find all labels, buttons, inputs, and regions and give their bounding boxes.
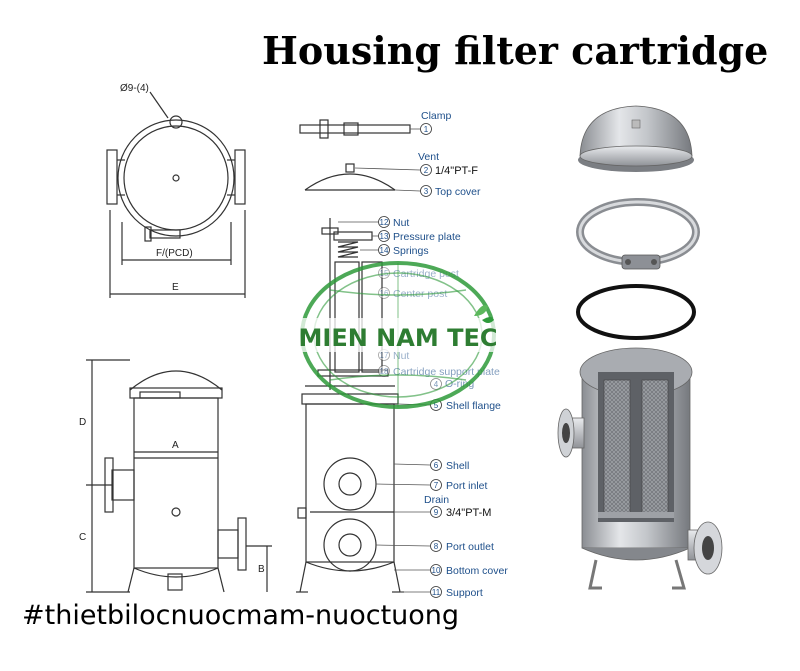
callout-pressure-plate: 13 Pressure plate (378, 230, 461, 243)
callout-top-cover: 3 Top cover (420, 185, 481, 198)
svg-text:13: 13 (380, 232, 389, 241)
svg-text:1/4"PT-F: 1/4"PT-F (435, 165, 478, 177)
render-clamp (576, 198, 700, 270)
dim-d-label: D (79, 417, 86, 428)
callout-port-outlet: 8 Port outlet (430, 540, 494, 553)
callout-support: 11 Support (430, 586, 483, 599)
svg-text:1: 1 (424, 125, 429, 134)
callout-port-inlet: 7 Port inlet (430, 479, 488, 492)
callout-shell: 6 Shell (430, 459, 469, 472)
callout-drain: 9 Drain 3/4"PT-M (424, 494, 491, 519)
dim-b-label: B (258, 564, 265, 575)
dim-pcd-label: F/(PCD) (156, 248, 193, 259)
svg-text:9: 9 (434, 508, 439, 517)
svg-text:6: 6 (434, 461, 439, 470)
svg-text:Port outlet: Port outlet (446, 541, 494, 553)
svg-text:8: 8 (434, 542, 439, 551)
svg-text:Pressure plate: Pressure plate (393, 231, 461, 243)
callout-bottom-cover: 10 Bottom cover (430, 564, 508, 577)
svg-text:11: 11 (432, 588, 441, 597)
hashtag-caption: #thietbilocnuocmam-nuoctuong (22, 600, 460, 631)
svg-text:Nut: Nut (393, 217, 409, 229)
render-top-cover (578, 105, 694, 172)
svg-text:Support: Support (446, 587, 483, 599)
svg-text:14: 14 (380, 246, 389, 255)
part-callouts: 1 Clamp 2 Vent 1/4"PT-F 3 Top cover 12 N… (378, 110, 508, 599)
callout-clamp: 1 Clamp (420, 110, 452, 135)
svg-text:3/4"PT-M: 3/4"PT-M (446, 507, 491, 519)
render-o-ring (576, 284, 696, 340)
exploded-view-drawing (296, 119, 411, 593)
dim-hole-label: Ø9-(4) (120, 83, 149, 94)
svg-text:Shell flange: Shell flange (446, 400, 501, 412)
svg-text:Port inlet: Port inlet (446, 480, 488, 492)
svg-text:18: 18 (380, 367, 389, 376)
callout-springs: 14 Springs (378, 244, 429, 257)
watermark-text: MIEN NAM TEC (299, 324, 498, 352)
dim-a-label: A (172, 440, 179, 451)
svg-text:Drain: Drain (424, 494, 449, 506)
watermark-logo: MIEN NAM TEC (299, 261, 498, 409)
top-view-drawing (106, 91, 246, 298)
svg-text:5: 5 (434, 401, 439, 410)
svg-text:4: 4 (434, 380, 439, 389)
render-shell (557, 347, 723, 590)
svg-text:Shell: Shell (446, 460, 469, 472)
svg-text:10: 10 (432, 566, 441, 575)
callout-nut: 12 Nut (378, 216, 409, 229)
dim-c-label: C (79, 532, 86, 543)
dim-e-label: E (172, 282, 179, 293)
front-view-drawing (86, 359, 272, 593)
page-title: Housing filter cartridge (262, 28, 769, 73)
svg-text:16: 16 (380, 289, 389, 298)
svg-text:Bottom cover: Bottom cover (446, 565, 508, 577)
svg-text:Springs: Springs (393, 245, 429, 257)
callout-vent: 2 Vent 1/4"PT-F (418, 151, 478, 177)
svg-text:17: 17 (380, 351, 389, 360)
svg-text:Top cover: Top cover (435, 186, 481, 198)
render-3d (557, 105, 723, 590)
svg-text:7: 7 (434, 481, 439, 490)
svg-text:Vent: Vent (418, 151, 439, 163)
svg-text:Clamp: Clamp (421, 110, 452, 122)
svg-text:12: 12 (380, 218, 389, 227)
svg-text:Nut: Nut (393, 350, 409, 362)
svg-text:3: 3 (424, 187, 429, 196)
svg-text:2: 2 (424, 166, 429, 175)
leader-lines (338, 128, 431, 593)
